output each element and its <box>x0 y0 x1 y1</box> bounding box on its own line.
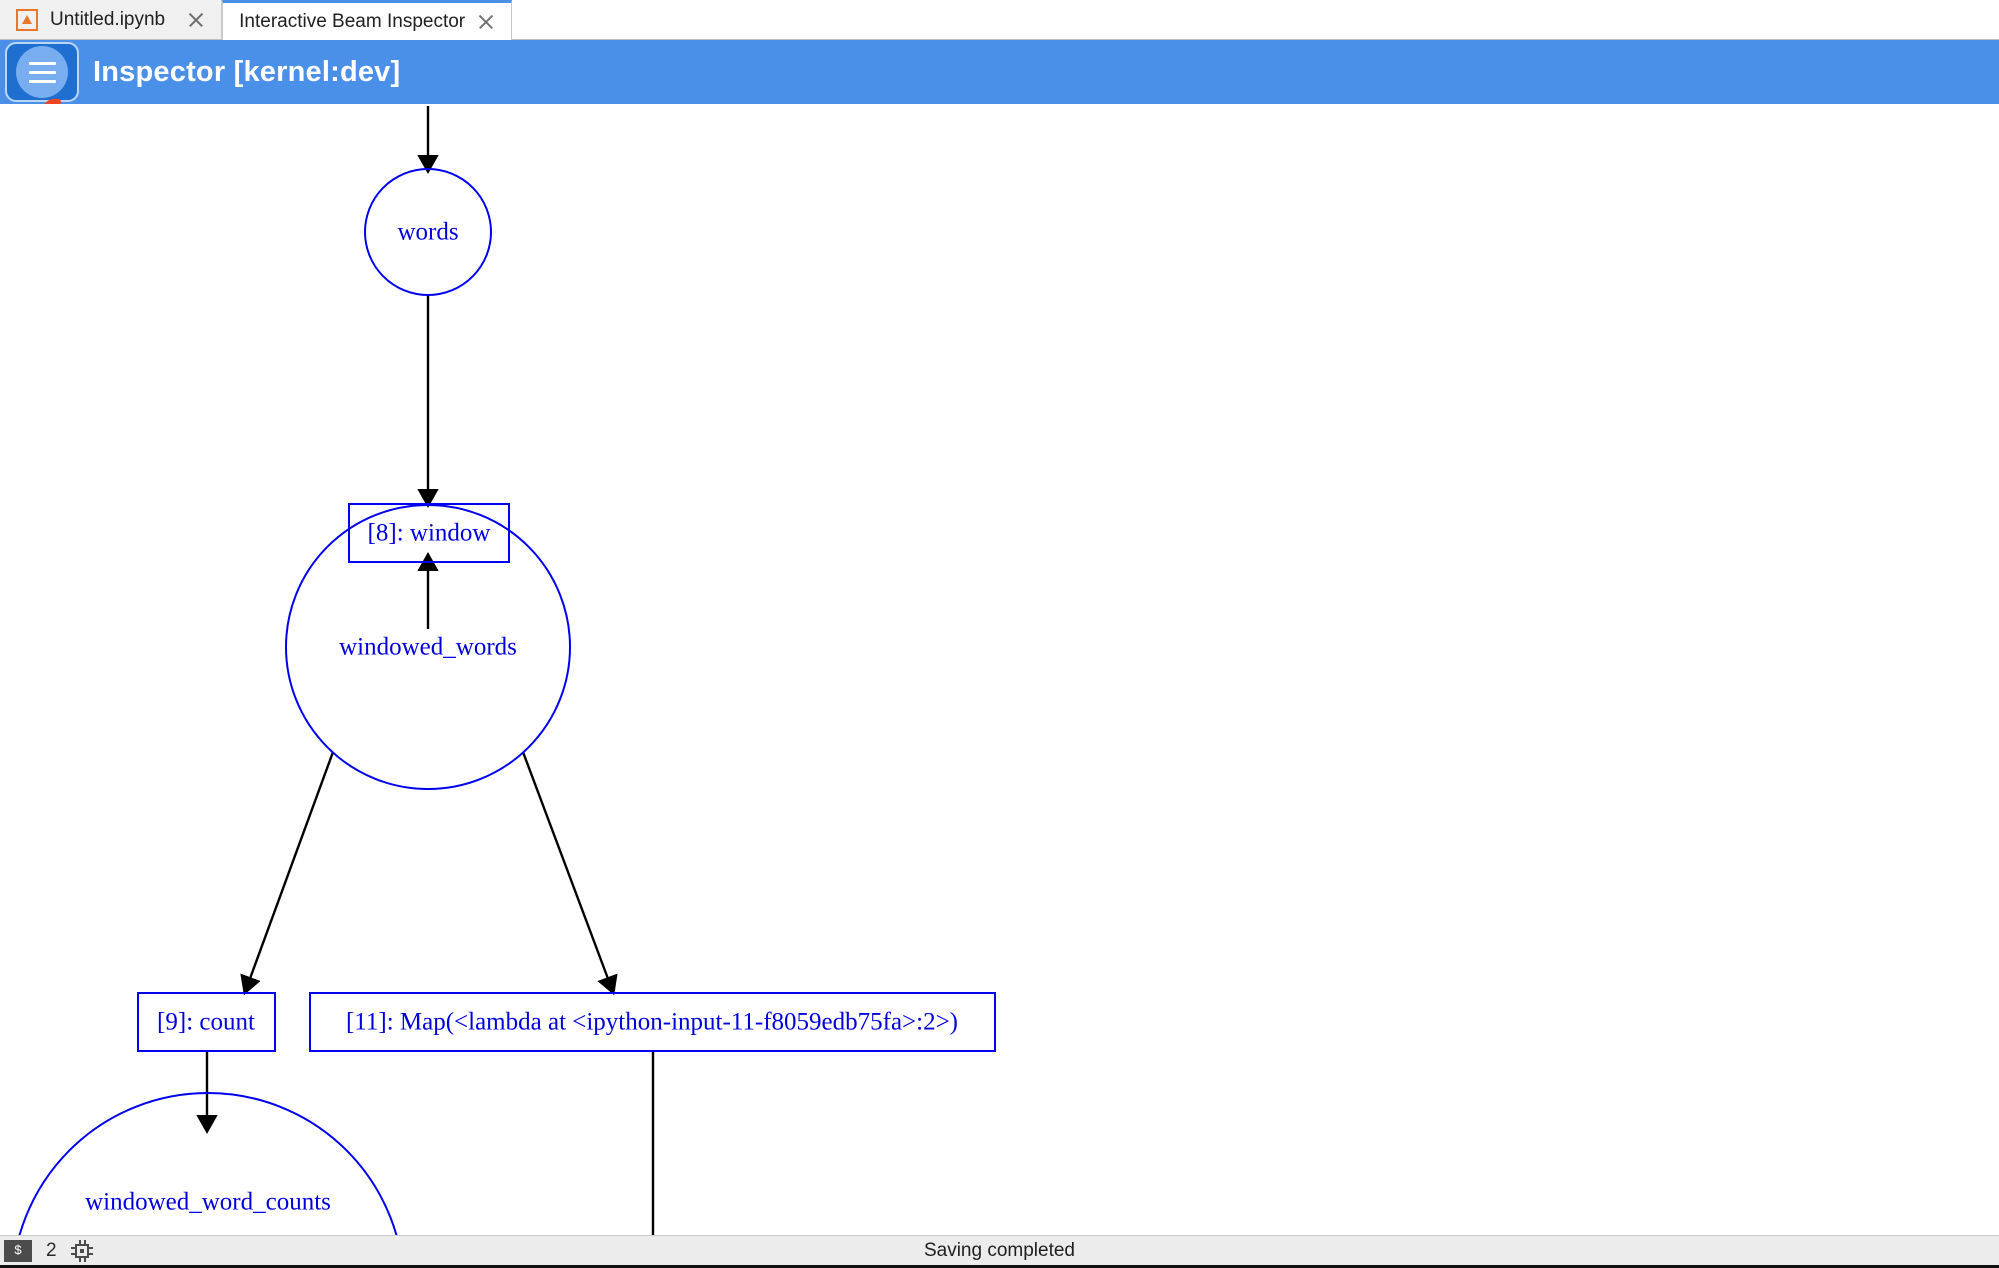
tab-bar-filler <box>512 0 1999 40</box>
pipeline-graph-svg: words [8]: window windowed_words [9]: co… <box>12 106 996 1235</box>
node-label: [8]: window <box>368 520 491 547</box>
close-icon[interactable] <box>185 9 207 31</box>
node-shape-circle <box>285 504 571 790</box>
notebook-icon <box>16 8 38 31</box>
tab-bar: Untitled.ipynb Interactive Beam Inspecto… <box>0 0 1999 40</box>
graph-node-map-lambda[interactable]: [11]: Map(<lambda at <ipython-input-11-f… <box>309 992 996 1052</box>
status-message: Saving completed <box>923 1239 1076 1261</box>
graph-node-window[interactable]: [8]: window <box>348 503 510 563</box>
status-bar-left: $ 2 <box>4 1239 93 1262</box>
tab-interactive-beam-inspector[interactable]: Interactive Beam Inspector <box>222 0 513 40</box>
beam-pipeline-graph[interactable]: words [8]: window windowed_words [9]: co… <box>0 104 1999 1236</box>
graph-node-windowed-words[interactable]: windowed_words <box>285 504 571 790</box>
node-shape-circle <box>364 168 492 296</box>
tab-untitled-ipynb[interactable]: Untitled.ipynb <box>0 0 223 40</box>
inspector-header <box>0 40 1999 104</box>
hamburger-menu-icon <box>16 46 68 98</box>
node-label: windowed_words <box>339 634 517 661</box>
node-label: windowed_word_counts <box>85 1189 331 1216</box>
edge-windowed-words-to-map <box>521 751 618 996</box>
node-shape-rect <box>348 503 510 563</box>
node-label: words <box>397 219 458 246</box>
node-label: [9]: count <box>157 1009 255 1036</box>
node-shape-circle <box>18 1092 398 1235</box>
graph-node-windowed-word-counts[interactable]: windowed_word_counts <box>12 1092 404 1235</box>
tab-label: Interactive Beam Inspector <box>239 10 466 32</box>
node-label: [11]: Map(<lambda at <ipython-input-11-f… <box>346 1009 958 1036</box>
kernel-chip-icon[interactable] <box>70 1239 93 1262</box>
graph-node-count[interactable]: [9]: count <box>137 992 276 1052</box>
node-shape-rect <box>137 992 276 1052</box>
node-shape-rect <box>309 992 996 1052</box>
graph-node-words[interactable]: words <box>364 168 492 296</box>
page-title: Inspector [kernel:dev] <box>93 56 401 88</box>
close-icon[interactable] <box>475 11 497 33</box>
graph-edges <box>196 106 655 1235</box>
status-bar: $ 2 Saving completed <box>0 1235 1999 1268</box>
terminal-icon[interactable]: $ <box>4 1239 32 1262</box>
tab-label: Untitled.ipynb <box>50 8 166 30</box>
edge-windowed-words-to-count <box>240 751 335 996</box>
hamburger-menu-button[interactable] <box>5 42 79 102</box>
status-count: 2 <box>46 1239 57 1261</box>
